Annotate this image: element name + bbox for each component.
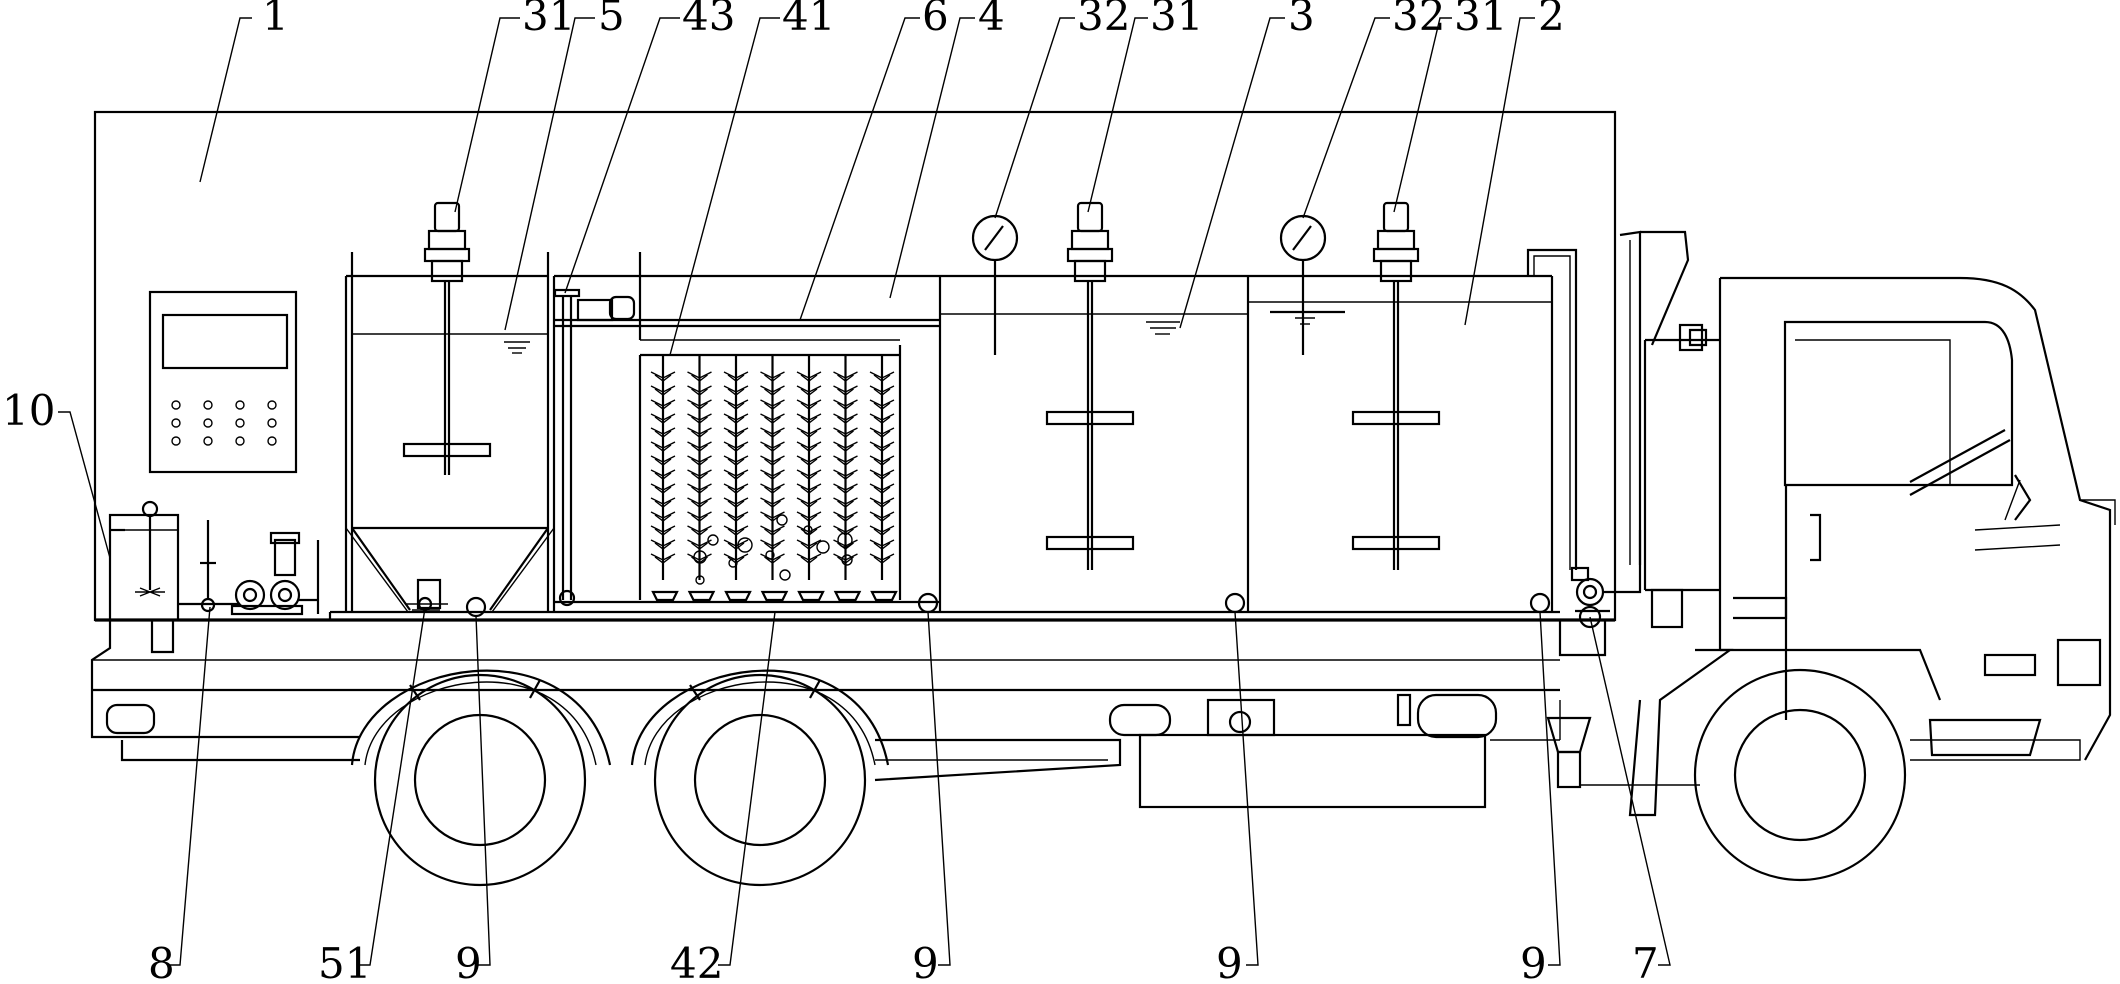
label-3: 3 bbox=[1288, 0, 1315, 40]
stirrer-3 bbox=[1351, 201, 1441, 570]
stirrer-2 bbox=[1045, 201, 1135, 570]
inlet-pump bbox=[1526, 248, 1642, 629]
membrane-tank-4 bbox=[553, 252, 942, 612]
control-cabinet bbox=[148, 290, 298, 474]
floor-platform bbox=[95, 610, 1615, 622]
label-10: 10 bbox=[2, 386, 55, 435]
wheel-front bbox=[1693, 668, 1907, 882]
label-32-meter-2: 32 bbox=[1392, 0, 1445, 40]
truck-cab bbox=[1619, 230, 2116, 817]
label-41: 41 bbox=[782, 0, 835, 40]
label-1: 1 bbox=[262, 0, 289, 40]
label-43: 43 bbox=[682, 0, 735, 40]
label-32-meter-1: 32 bbox=[1077, 0, 1130, 40]
label-7: 7 bbox=[1632, 939, 1659, 984]
chassis bbox=[90, 620, 1700, 809]
meter-1 bbox=[971, 214, 1019, 355]
container-body bbox=[93, 110, 1617, 622]
dosing-tank bbox=[108, 500, 180, 622]
label-9-valve-2: 9 bbox=[912, 939, 939, 984]
label-42: 42 bbox=[670, 939, 723, 984]
meter-2 bbox=[1279, 214, 1327, 355]
label-9-valve-4: 9 bbox=[1520, 939, 1547, 984]
wheel-rear-2 bbox=[653, 673, 867, 887]
stirrer-1 bbox=[402, 201, 492, 475]
dosing-pump bbox=[178, 520, 320, 616]
label-6: 6 bbox=[922, 0, 949, 40]
rear-fenders bbox=[350, 669, 890, 766]
label-5: 5 bbox=[598, 0, 625, 40]
reaction-tank-2 bbox=[1248, 274, 1554, 612]
label-31-stirrer-2: 31 bbox=[1150, 0, 1203, 40]
part-labels: 1 31 5 43 41 6 4 32 31 3 32 31 2 10 8 51… bbox=[2, 0, 1659, 984]
label-51: 51 bbox=[318, 939, 371, 984]
label-9-valve-1: 9 bbox=[455, 939, 482, 984]
label-31-stirrer-1: 31 bbox=[522, 0, 575, 40]
label-8: 8 bbox=[148, 939, 175, 984]
label-31-stirrer-3: 31 bbox=[1454, 0, 1507, 40]
label-2: 2 bbox=[1538, 0, 1565, 40]
label-9-valve-3: 9 bbox=[1216, 939, 1243, 984]
reaction-tank-3 bbox=[940, 274, 1250, 612]
label-4: 4 bbox=[978, 0, 1005, 40]
leader-lines bbox=[58, 17, 1671, 966]
